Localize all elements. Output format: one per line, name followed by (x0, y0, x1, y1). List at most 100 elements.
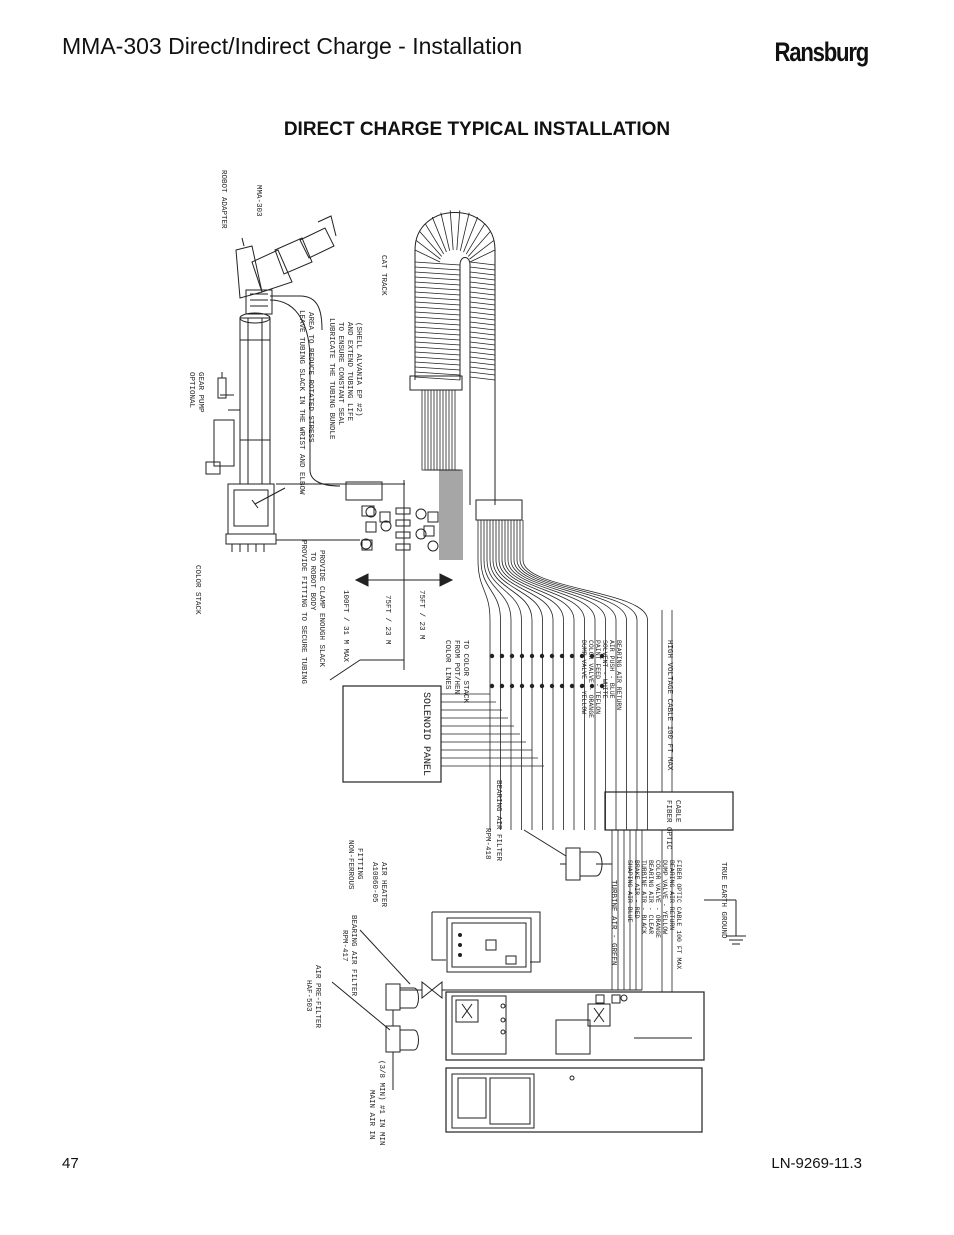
label-fiber-optic-cable: CABLE (673, 800, 681, 823)
coil-line (414, 306, 461, 311)
coil-line (414, 361, 461, 366)
coil-line (449, 210, 454, 251)
coil-line (459, 212, 470, 251)
control-cabinet (445, 991, 705, 1133)
lower-tube-label: BRAKE AIR - RED (633, 860, 640, 919)
label-cat-track: CAT TRACK (379, 255, 387, 296)
bearing-air-filter-assembly (523, 829, 612, 881)
label-lubricate-1: LUBRICATE THE TUBING BUNDLE (327, 318, 335, 440)
fitting-dot (589, 683, 595, 689)
coil-line (419, 231, 443, 257)
cat-track (409, 210, 523, 521)
coil-line (469, 261, 496, 266)
coil-line (469, 371, 496, 376)
label-main-air-in: MAIN AIR IN (367, 1090, 375, 1140)
tube-line (498, 520, 564, 830)
label-leave-slack-1: LEAVE TUBING SLACK IN THE WRIST AND ELBO… (297, 310, 305, 495)
coil-line (469, 351, 496, 356)
coil-line (414, 286, 461, 291)
coil-line (467, 231, 491, 257)
fitting-dot (549, 653, 555, 659)
coil-line (414, 266, 461, 271)
coil-line (414, 301, 461, 306)
coil-line (414, 271, 461, 276)
coil-line (414, 281, 461, 286)
coil-line (424, 223, 445, 255)
controller-box (604, 791, 734, 831)
fitting-dot (509, 653, 515, 659)
tube-line (495, 520, 554, 830)
label-color-lines-2: FROM POT/HEN (452, 640, 460, 694)
label-rpm417: RPM-417 (340, 930, 348, 962)
coil-line (469, 346, 496, 351)
tube-line (522, 520, 648, 830)
coil-line (431, 216, 447, 253)
tube-line (510, 520, 606, 830)
label-turbine-air: TURBINE AIR - GREEN (609, 880, 617, 966)
fitting-dot (569, 683, 575, 689)
coil-line (469, 240, 495, 260)
tube-line (504, 520, 585, 830)
label-main-air-spec: (3/8 MIN) #1 IN MIN (377, 1060, 385, 1146)
label-non-ferrous: NON-FERROUS (346, 840, 354, 890)
section-title: DIRECT CHARGE TYPICAL INSTALLATION (283, 119, 671, 140)
coil-line (414, 376, 461, 381)
label-true-earth-ground: TRUE EARTH GROUND (719, 862, 727, 939)
fitting-dot (599, 653, 605, 659)
coil-line (415, 240, 441, 260)
coil-line (414, 261, 461, 266)
tube-line (489, 520, 533, 830)
coil-line (469, 291, 496, 296)
coil-line (469, 361, 496, 366)
tube-line (507, 520, 596, 830)
lower-tube-label: FIBER OPTIC CABLE 100 FT MAX (675, 860, 682, 969)
coil-line (414, 346, 461, 351)
label-color-lines-3: TO COLOR STACK (461, 640, 469, 704)
label-provide-fitting-3: PROVIDE CLAMP ENOUGH SLACK (317, 550, 325, 668)
coil-line (469, 321, 496, 326)
coil-line (469, 301, 496, 306)
length-arrow (329, 480, 454, 681)
coil-line (414, 311, 461, 316)
coil-line (469, 326, 496, 331)
coil-line (414, 366, 461, 371)
coil-line (463, 216, 479, 253)
coil-line (414, 371, 461, 376)
tube-line (486, 520, 522, 830)
coil-line (414, 321, 461, 326)
tube-line (480, 520, 501, 830)
upper-tube-label: PAINT FEED - TEFLON (594, 640, 601, 714)
label-fiber-optic: FIBER OPTIC (664, 800, 672, 850)
air-filters (331, 929, 642, 1090)
coil-line (414, 326, 461, 331)
tube-line (516, 520, 627, 830)
upper-tube-label: COLOR VALVE - ORANGE (587, 640, 594, 718)
label-bearing-air-filter: BEARING AIR FILTER (494, 780, 502, 862)
coil-line (469, 356, 496, 361)
label-lubricate-2: TO ENSURE CONSTANT SEAL (336, 322, 344, 426)
coil-line (414, 296, 461, 301)
fitting-dot (499, 683, 505, 689)
coil-line (469, 286, 496, 291)
fitting-dot (549, 683, 555, 689)
label-haf503: HAF-503 (304, 980, 312, 1012)
fitting-dot (579, 653, 585, 659)
diagram-labels: ROBOT ADAPTER MMA-303 OPTIONAL GEAR PUMP… (187, 170, 727, 1146)
fitting-dot (579, 683, 585, 689)
coil-line (414, 356, 461, 361)
page-number: 47 (62, 1155, 79, 1172)
label-length-75b: 75FT / 23 M (417, 590, 425, 640)
brand-logo: Ransburg (774, 37, 870, 67)
label-pre-filter: AIR PRE-FILTER (313, 965, 321, 1029)
fitting-dot (529, 683, 535, 689)
coil-line (414, 341, 461, 346)
fitting-dot (489, 683, 495, 689)
lower-tube-label: COLOR VALVE - ORANGE (654, 860, 661, 938)
fitting-dot (589, 653, 595, 659)
lower-tube-label: TURBINE AIR - BLACK (640, 860, 647, 934)
label-fitting: FITTING (355, 848, 363, 880)
coil-line (414, 249, 441, 263)
coil-line (469, 276, 496, 281)
